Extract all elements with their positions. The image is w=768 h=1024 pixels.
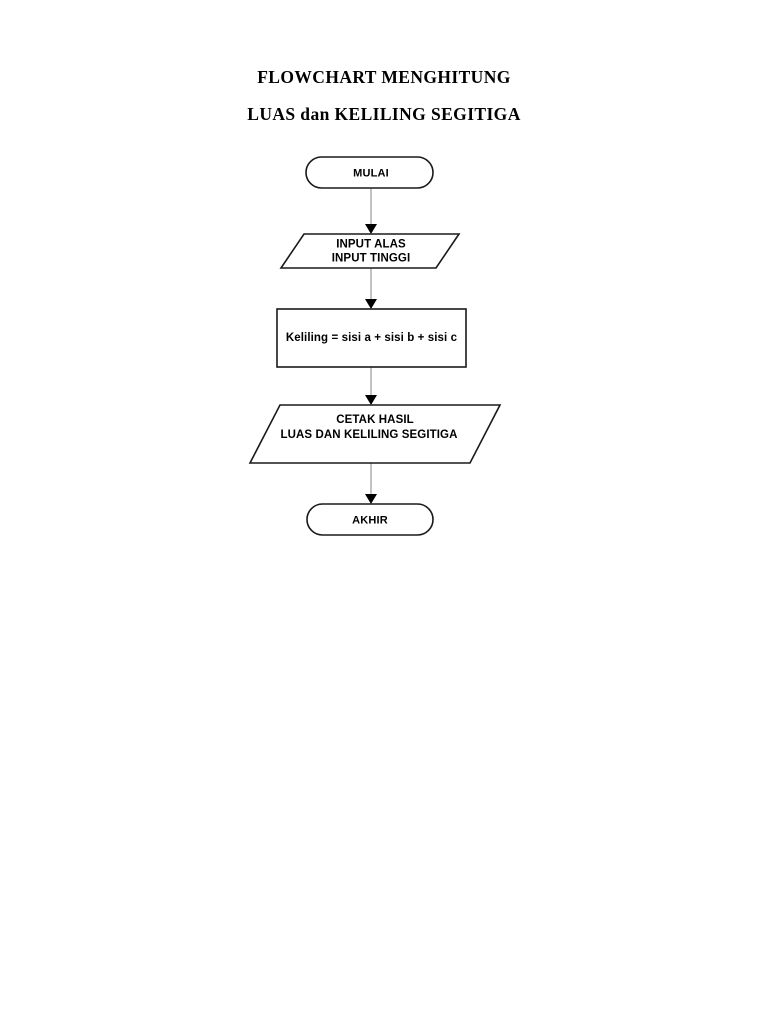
rectangle-shape-process bbox=[276, 308, 467, 368]
edge-input-to-process bbox=[365, 268, 377, 309]
edge-start-to-input bbox=[365, 188, 377, 234]
flow-node-start-label: MULAI bbox=[353, 167, 389, 179]
flow-node-process[interactable]: Keliling = sisi a + sisi b + sisi c bbox=[276, 308, 467, 368]
flow-node-input-label-line-2: INPUT TINGGI bbox=[332, 253, 411, 265]
flow-node-input-label-line-1: INPUT ALAS bbox=[336, 239, 406, 251]
edge-output-to-end bbox=[365, 463, 377, 504]
flow-node-input[interactable]: INPUT ALAS INPUT TINGGI bbox=[279, 233, 461, 269]
parallelogram-shape-input bbox=[279, 233, 461, 269]
flow-node-end-label: AKHIR bbox=[352, 514, 388, 526]
terminator-shape-end bbox=[306, 503, 434, 536]
flow-node-output-label-line-2: LUAS DAN KELILING SEGITIGA bbox=[280, 429, 457, 441]
flow-node-start[interactable]: MULAI bbox=[305, 156, 434, 189]
terminator-shape-start bbox=[305, 156, 434, 189]
edge-process-to-output bbox=[365, 367, 377, 405]
flow-node-output[interactable]: CETAK HASIL LUAS DAN KELILING SEGITIGA bbox=[248, 404, 502, 464]
page-title-line-1: FLOWCHART MENGHITUNG bbox=[257, 67, 511, 87]
page-title-line-2: LUAS dan KELILING SEGITIGA bbox=[247, 104, 521, 124]
flow-node-output-label-line-1: CETAK HASIL bbox=[336, 414, 414, 426]
parallelogram-shape-output bbox=[248, 404, 502, 464]
flowchart-canvas: MULAI INPUT ALAS INPUT TINGGI Keliling =… bbox=[0, 140, 768, 550]
flow-node-end[interactable]: AKHIR bbox=[306, 503, 434, 536]
flow-node-process-label: Keliling = sisi a + sisi b + sisi c bbox=[286, 332, 458, 344]
